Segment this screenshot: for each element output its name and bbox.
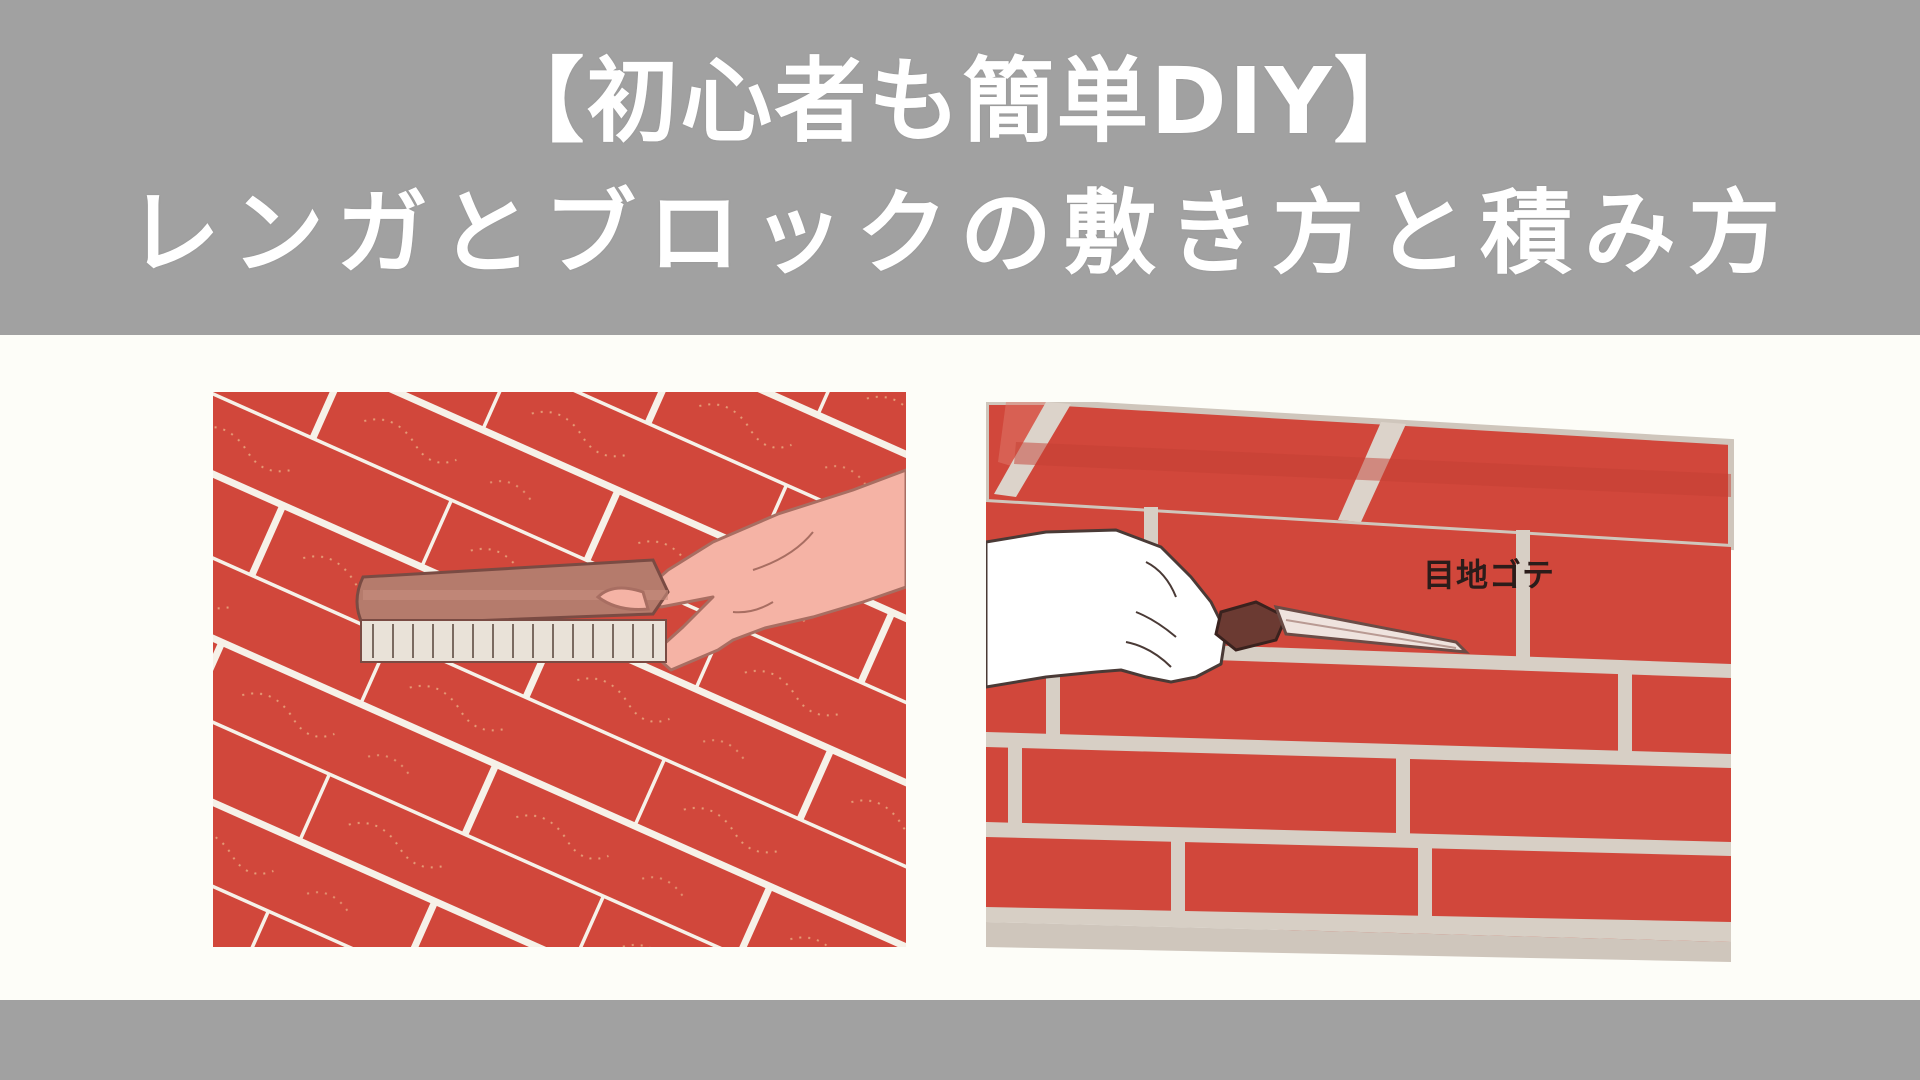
page-title-line-1: 【初心者も簡単DIY】 xyxy=(492,47,1428,155)
brick-wall-trowel-icon xyxy=(983,399,1734,962)
trowel-label: 目地ゴテ xyxy=(1423,556,1556,594)
brick-paving-illustration xyxy=(213,392,906,947)
brick-paving-brush-icon xyxy=(213,392,906,947)
page-title-line-2: レンガとブロックの敷き方と積み方 xyxy=(127,179,1792,287)
footer-band xyxy=(0,1000,1920,1080)
brick-wall-illustration: 目地ゴテ xyxy=(983,399,1742,962)
header-banner: 【初心者も簡単DIY】 レンガとブロックの敷き方と積み方 xyxy=(0,0,1920,335)
